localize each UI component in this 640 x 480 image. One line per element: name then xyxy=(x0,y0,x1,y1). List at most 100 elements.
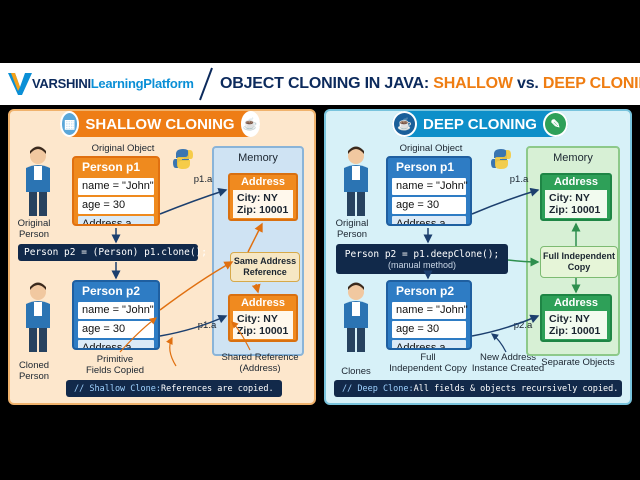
primitive-line1: Primitive xyxy=(96,354,134,365)
original-person-line2: Person xyxy=(18,229,50,240)
shallow-p1-age: age = 30 xyxy=(78,197,154,214)
original-person-line1: Original xyxy=(17,218,51,229)
title-vs: vs. xyxy=(512,75,543,92)
header-bar xyxy=(0,63,640,105)
deep-p1-address: Address a xyxy=(392,216,466,224)
shallow-p1-address: Address a xyxy=(78,216,154,224)
shallow-p2-age: age = 30 xyxy=(78,321,154,338)
deep-address-bottom-title: Address xyxy=(553,297,599,309)
java-cup-icon: ☕ xyxy=(240,111,260,137)
cloned-person-line2: Person xyxy=(18,371,50,382)
deep-footer: // Deep Clone: All fields & objects recu… xyxy=(334,380,622,397)
deep-address-top-zip: Zip: 10001 xyxy=(549,204,601,216)
full-copy-line1: Full xyxy=(420,352,436,363)
shallow-p1-name: name = "John" xyxy=(78,178,154,195)
v-logo-icon xyxy=(8,73,32,95)
shallow-address-top-city: City: NY xyxy=(237,192,278,204)
cloned-person-icon xyxy=(26,282,50,352)
deep-p1-name: name = "John" xyxy=(392,178,468,195)
shallow-footer: // Shallow Clone: References are copied. xyxy=(66,380,282,397)
deep-original-person-line2: Person xyxy=(336,229,368,240)
full-independent-line2: Copy xyxy=(567,262,591,272)
deep-memory-title: Memory xyxy=(553,152,593,164)
deep-original-person-icon xyxy=(344,146,368,216)
document-icon: ✎ xyxy=(542,111,568,137)
new-address-line2: Instance Created xyxy=(471,363,545,374)
shallow-p2-name: name = "John" xyxy=(78,302,154,319)
title-deep: DEEP CLONING xyxy=(542,75,640,92)
shallow-ref-top: p1.a xyxy=(193,174,213,185)
shallow-p1-title: Person p1 xyxy=(82,160,141,174)
deep-address-top-city: City: NY xyxy=(549,192,590,204)
brand-part2: LearningPlatform xyxy=(90,76,194,91)
deep-ref-bottom: p2.a xyxy=(513,320,533,331)
shallow-ref-bottom: p1.a xyxy=(197,320,217,331)
shallow-heading-text: SHALLOW CLONING xyxy=(85,115,235,133)
full-independent-line1: Full Independent xyxy=(543,251,615,261)
new-address-line1: New Address xyxy=(480,352,536,363)
deep-footer-comment: // Deep Clone: xyxy=(342,383,414,394)
shallow-person-p2: Person p2 name = "John" age = 30 Address… xyxy=(72,280,160,350)
full-copy-line2: Independent Copy xyxy=(389,363,467,374)
shallow-footer-text: References are copied. xyxy=(161,383,274,394)
deep-clone-code: Person p2 = p1.deepClone(); (manual meth… xyxy=(336,244,508,274)
deep-address-bottom-zip: Zip: 10001 xyxy=(549,325,601,337)
deep-person-p1: Person p1 name = "John" age = 30 Address… xyxy=(386,156,472,226)
shallow-person-p1: Person p1 name = "John" age = 30 Address… xyxy=(72,156,160,226)
primitive-line2: Fields Copied xyxy=(85,365,145,376)
page-title: OBJECT CLONING IN JAVA: SHALLOW vs. DEEP… xyxy=(220,75,640,93)
shallow-address-top-title: Address xyxy=(240,176,286,188)
deep-clone-code-sub: (manual method) xyxy=(387,259,457,270)
brand-name: VARSHINILearningPlatform xyxy=(32,76,194,91)
deep-p2-name: name = "John" xyxy=(392,302,468,319)
deep-person-p2: Person p2 name = "John" age = 30 Address… xyxy=(386,280,472,350)
title-prefix: OBJECT CLONING IN JAVA: xyxy=(220,75,434,92)
cube-icon: ▦ xyxy=(60,111,80,137)
shallow-memory-title: Memory xyxy=(238,152,278,164)
same-address-line2: Reference xyxy=(243,267,287,277)
deep-p2-age: age = 30 xyxy=(392,321,466,338)
same-address-line1: Same Address xyxy=(233,256,297,266)
shallow-p2-address: Address a xyxy=(78,340,154,348)
deep-heading-text: DEEP CLONING xyxy=(423,115,537,133)
shallow-address-top-zip: Zip: 10001 xyxy=(237,204,289,216)
deep-address-bottom-city: City: NY xyxy=(549,313,590,325)
shared-line1: Shared Reference xyxy=(221,352,299,363)
shallow-footer-comment: // Shallow Clone: xyxy=(74,383,161,394)
python-logo-icon xyxy=(173,149,193,169)
java-cup-icon: ☕ xyxy=(392,111,418,137)
shallow-p2-title: Person p2 xyxy=(82,284,141,298)
shallow-address-bottom-zip: Zip: 10001 xyxy=(237,325,289,337)
deep-original-person-line1: Original xyxy=(335,218,369,229)
clones-label: Clones xyxy=(341,366,371,377)
brand-part1: VARSHINI xyxy=(32,76,91,91)
deep-clone-code-line: Person p2 = p1.deepClone(); xyxy=(344,248,500,260)
title-shallow: SHALLOW xyxy=(433,75,513,92)
deep-p2-title: Person p2 xyxy=(396,284,455,298)
original-person-icon xyxy=(26,146,50,216)
shallow-address-bottom-title: Address xyxy=(240,297,286,309)
deep-original-object-label: Original Object xyxy=(399,143,463,154)
header-divider xyxy=(199,67,213,101)
deep-python-logo-icon xyxy=(491,149,511,169)
deep-p2-address: Address a xyxy=(392,340,466,348)
deep-footer-text: All fields & objects recursively copied. xyxy=(413,383,619,394)
shallow-clone-code: Person p2 = (Person) p1.clone(); xyxy=(18,244,207,261)
deep-heading: ☕ DEEP CLONING ✎ xyxy=(392,111,568,137)
original-object-label: Original Object xyxy=(91,143,155,154)
